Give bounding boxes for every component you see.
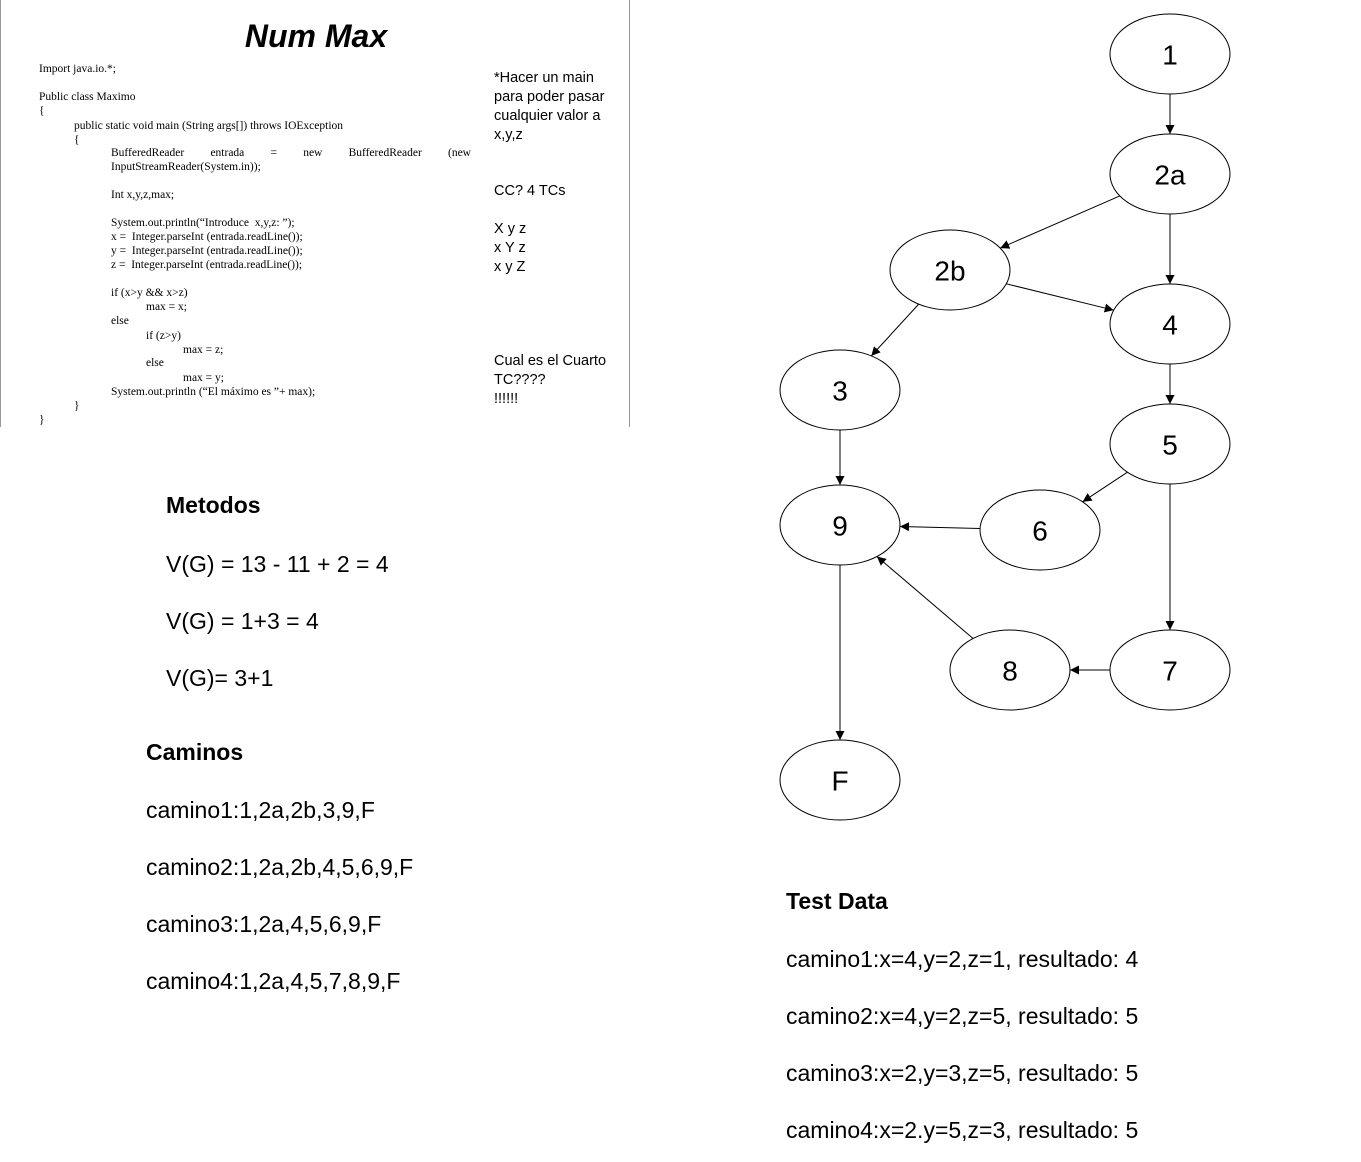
node-ellipse xyxy=(1109,13,1231,95)
note-line: para poder pasar xyxy=(494,89,605,105)
note-xyz: x Y z xyxy=(494,240,526,256)
note-xyz: X y z xyxy=(494,221,527,237)
note-question: TC???? xyxy=(494,372,546,388)
metodos-line: V(G)= 3+1 xyxy=(166,665,274,691)
metodos-line: V(G) = 1+3 = 4 xyxy=(166,608,319,634)
caminos-title: Caminos xyxy=(146,739,244,765)
metodos-line: V(G) = 13 - 11 + 2 = 4 xyxy=(166,551,389,577)
node-6: 6 xyxy=(979,489,1101,571)
edge-5-to-6 xyxy=(1082,471,1128,503)
camino-line: camino4:1,2a,4,5,7,8,9,F xyxy=(146,968,401,994)
code-line-if: if (x>y && x>z) xyxy=(111,287,188,299)
code-line-main: public static void main (String args[]) … xyxy=(74,120,344,132)
note-question: !!!!!! xyxy=(494,391,519,407)
code-line-read-x: x = Integer.parseInt (entrada.readLine()… xyxy=(111,231,303,243)
node-ellipse xyxy=(949,629,1071,711)
node-label: 7 xyxy=(1162,656,1178,687)
node-ellipse xyxy=(889,229,1011,311)
node-8: 8 xyxy=(949,629,1071,711)
node-label: 1 xyxy=(1162,40,1178,71)
code-line-max-y: max = y; xyxy=(183,372,224,384)
code-line-brace: { xyxy=(39,105,45,117)
node-label: 8 xyxy=(1002,656,1018,687)
node-4: 4 xyxy=(1109,283,1231,365)
code-token: (new xyxy=(448,147,471,159)
node-label: 4 xyxy=(1162,310,1178,341)
node-ellipse xyxy=(1109,283,1231,365)
code-line-int: Int x,y,z,max; xyxy=(111,189,175,201)
camino-line: camino2:1,2a,2b,4,5,6,9,F xyxy=(146,854,414,880)
slide-title: Num Max xyxy=(244,18,388,54)
test-data-title: Test Data xyxy=(786,888,888,914)
code-line-bufferedreader: BufferedReader entrada = new BufferedRea… xyxy=(111,147,471,160)
camino-line: camino1:1,2a,2b,3,9,F xyxy=(146,797,375,823)
note-xyz: x y Z xyxy=(494,259,526,275)
note-cc: CC? 4 TCs xyxy=(494,183,566,199)
node-ellipse xyxy=(1109,403,1231,485)
test-data-line: camino3:x=2,y=3,z=5, resultado: 5 xyxy=(786,1060,1139,1086)
camino-line: camino3:1,2a,4,5,6,9,F xyxy=(146,911,382,937)
code-token: new xyxy=(303,147,323,159)
node-label: 2b xyxy=(934,256,965,287)
test-data-line: camino4:x=2.y=5,z=3, resultado: 5 xyxy=(786,1117,1139,1143)
node-ellipse xyxy=(779,349,901,431)
node-label: 2a xyxy=(1154,160,1186,191)
node-label: 6 xyxy=(1032,516,1048,547)
code-token: BufferedReader xyxy=(111,147,185,159)
code-line-max-z: max = z; xyxy=(183,344,224,356)
code-line-max-x: max = x; xyxy=(146,301,187,313)
code-line-brace: { xyxy=(74,134,80,146)
nodes: 1 2a 2b 3 4 5 6 7 8 9F xyxy=(779,13,1231,821)
code-line-inputstreamreader: InputStreamReader(System.in)); xyxy=(111,161,261,173)
code-line-println: System.out.println (“El máximo es ”+ max… xyxy=(111,386,316,398)
node-ellipse xyxy=(1109,133,1231,215)
metodos-title: Metodos xyxy=(166,492,261,518)
node-2a: 2a xyxy=(1109,133,1231,215)
node-7: 7 xyxy=(1109,629,1231,711)
node-3: 3 xyxy=(779,349,901,431)
edge-2a-to-2b xyxy=(1000,195,1120,249)
code-line-if: if (z>y) xyxy=(146,330,181,342)
code-line-else: else xyxy=(146,357,164,369)
code-line-read-z: z = Integer.parseInt (entrada.readLine()… xyxy=(111,259,303,271)
code-line-println: System.out.println(“Introduce x,y,z: ”); xyxy=(111,217,295,229)
node-label: 9 xyxy=(832,511,848,542)
test-data-line: camino2:x=4,y=2,z=5, resultado: 5 xyxy=(786,1003,1139,1029)
note-line: *Hacer un main xyxy=(494,70,594,86)
code-slide: Num Max Import java.io.*; Public class M… xyxy=(0,0,630,427)
node-5: 5 xyxy=(1109,403,1231,485)
code-token: = xyxy=(270,147,277,159)
edge-2b-to-4 xyxy=(1006,283,1114,313)
code-line-brace: } xyxy=(74,400,80,412)
node-ellipse xyxy=(1109,629,1231,711)
code-token: entrada xyxy=(210,147,245,159)
node-ellipse xyxy=(779,484,901,566)
edges xyxy=(835,94,1175,740)
note-line: cualquier valor a xyxy=(494,108,601,124)
edge-2b-to-3 xyxy=(870,303,920,357)
code-line-brace: } xyxy=(39,414,45,426)
node-label: 5 xyxy=(1162,430,1178,461)
edge-8-to-9 xyxy=(876,556,974,639)
code-line-import: Import java.io.*; xyxy=(39,63,116,75)
node-ellipse xyxy=(979,489,1101,571)
node-2b: 2b xyxy=(889,229,1011,311)
code-token: BufferedReader xyxy=(348,147,422,159)
node-label: 3 xyxy=(832,376,848,407)
node-F: F xyxy=(779,739,901,821)
node-1: 1 xyxy=(1109,13,1231,95)
node-9: 9 xyxy=(779,484,901,566)
note-line: x,y,z xyxy=(494,127,523,143)
note-question: Cual es el Cuarto xyxy=(494,353,607,369)
edge-6-to-9 xyxy=(899,522,981,532)
node-label: F xyxy=(831,766,848,797)
code-line-read-y: y = Integer.parseInt (entrada.readLine()… xyxy=(111,245,303,257)
test-data-line: camino1:x=4,y=2,z=1, resultado: 4 xyxy=(786,946,1139,972)
node-ellipse xyxy=(779,739,901,821)
code-line-else: else xyxy=(111,315,129,327)
code-line-class: Public class Maximo xyxy=(39,91,136,103)
